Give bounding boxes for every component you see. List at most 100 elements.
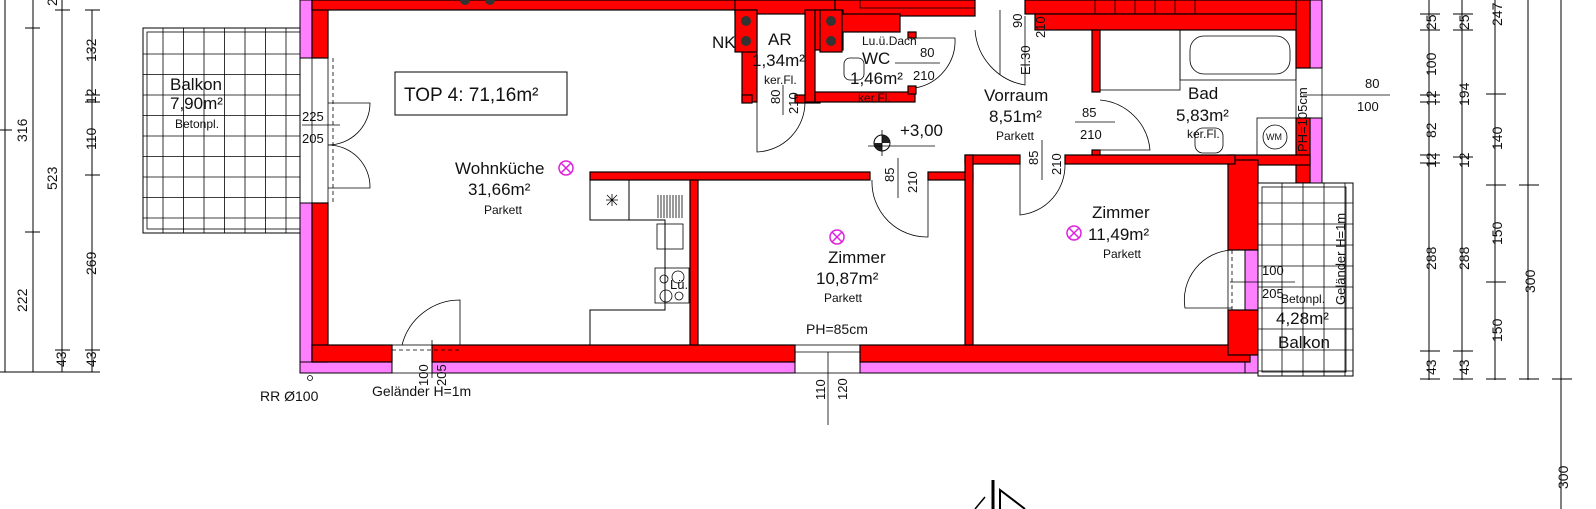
room-floor: Parkett: [484, 203, 523, 217]
opening-width: 90: [1010, 14, 1025, 28]
dim-text: 43: [83, 351, 99, 367]
dim-text: 132: [83, 38, 99, 62]
opening-height: 205: [434, 364, 449, 386]
dim-text: 43: [1423, 359, 1439, 375]
dim-text: 150: [1489, 318, 1505, 342]
balcony-door-dimension: 100 205: [1230, 263, 1295, 301]
parapet-height-label: PH=85cm: [806, 321, 868, 337]
dim-text: 300: [1522, 269, 1538, 293]
dim-text: 82: [1423, 122, 1439, 138]
shafts: [460, 0, 843, 53]
dim-text: 316: [14, 118, 30, 142]
ceiling-light-icon: [558, 160, 574, 176]
room-area: 1,34m²: [752, 51, 805, 70]
opening-height: 100: [1357, 99, 1379, 114]
dim-text: 269: [83, 251, 99, 275]
washing-machine-label: WM: [1266, 132, 1282, 142]
dim-text: 12: [1423, 90, 1439, 106]
room-area: 5,83m²: [1176, 106, 1229, 125]
plan-title: TOP 4: 71,16m²: [404, 85, 538, 106]
parapet-height-label: PH=105cm: [1295, 87, 1310, 152]
dim-text: 140: [1489, 126, 1505, 150]
level-value: +3,00: [900, 121, 943, 140]
railing-label: Geländer H=1m: [372, 383, 471, 399]
room-ar: AR 1,34m² ker.Fl. NK: [712, 30, 805, 87]
room-area: 31,66m²: [468, 180, 531, 199]
opening-width: 85: [882, 168, 897, 182]
dim-text: 300: [1555, 465, 1571, 489]
dim-text: 100: [1423, 52, 1439, 76]
room-name: WC: [862, 49, 890, 68]
toilet-icon: [843, 57, 865, 81]
opening-height: 210: [913, 68, 935, 83]
opening-width: 85: [1026, 151, 1041, 165]
room-area: 10,87m²: [816, 269, 879, 288]
room-name: Wohnküche: [455, 159, 544, 178]
room-floor: Parkett: [824, 291, 863, 305]
dimension-lines-left: 25 132 12 110 269 43 316 523 222 43: [0, 0, 100, 373]
opening-width: 85: [1082, 105, 1096, 120]
stairs: [859, 0, 1196, 14]
room-area: 7,90m²: [170, 94, 223, 113]
downpipe-icon: [307, 375, 313, 381]
room-floor: Betonpl.: [1281, 292, 1325, 306]
opening-height: 210: [786, 92, 801, 114]
opening-height: 205: [1262, 286, 1284, 301]
nk-label: NK: [712, 33, 736, 52]
opening-width: 225: [302, 109, 324, 124]
dim-text: 25: [1456, 14, 1472, 30]
openings: 225 205 100 205 80 210 80 210 90 210 El.…: [299, 10, 1390, 425]
downpipe-label: RR Ø100: [260, 388, 319, 404]
dim-text: 12: [1456, 152, 1472, 168]
el-label: El.30: [1018, 45, 1033, 75]
room-name: Balkon: [170, 75, 222, 94]
lue-label: Lü.: [670, 277, 688, 292]
dim-text: 43: [53, 351, 69, 367]
dim-text: 288: [1423, 246, 1439, 270]
railing-label: Geländer H=1m: [1333, 213, 1348, 305]
room-name: Zimmer: [1092, 203, 1150, 222]
room-wohnkueche: Wohnküche 31,66m² Parkett: [455, 159, 574, 217]
room-area: 11,49m²: [1088, 225, 1149, 244]
ventilation-label: Lu.ü.Dach: [862, 34, 917, 48]
opening-width: 100: [1262, 263, 1284, 278]
level-marker: +3,00: [868, 121, 943, 156]
kitchen-counter: Lü.: [589, 180, 690, 345]
opening-width: 80: [1365, 76, 1379, 91]
dim-text: 247: [1489, 2, 1505, 26]
opening-width: 80: [920, 45, 934, 60]
room-floor: Betonpl.: [175, 117, 219, 131]
dim-text: 25: [1423, 14, 1439, 30]
room-area: 1,46m²: [850, 69, 903, 88]
dim-text: 194: [1456, 82, 1472, 106]
dim-text: 110: [83, 127, 99, 150]
room-floor: Parkett: [996, 129, 1035, 143]
dimension-lines-right: 25 100 12 82 12 288 43 25 194 12 288 43 …: [1420, 0, 1572, 509]
bathroom-fixtures: WM PH=105cm: [1099, 29, 1310, 156]
dim-text: 288: [1456, 246, 1472, 270]
room-area: 4,28m²: [1276, 309, 1329, 328]
room-floor: ker.Fl.: [858, 91, 891, 105]
room-floor: Parkett: [1103, 247, 1142, 261]
ceiling-light-icon: [1066, 225, 1082, 241]
opening-height: 210: [905, 171, 920, 193]
room-floor: ker.Fl.: [1187, 127, 1220, 141]
room-floor: ker.Fl.: [764, 73, 797, 87]
opening-height: 210: [1049, 153, 1064, 175]
room-name: Balkon: [1278, 333, 1330, 352]
dim-text: 43: [1456, 359, 1472, 375]
opening-height: 205: [302, 131, 324, 146]
dim-text: 25: [44, 0, 60, 6]
room-wc: Lu.ü.Dach WC 1,46m² ker.Fl.: [850, 34, 917, 105]
room-zimmer-1: Zimmer 10,87m² Parkett PH=85cm: [806, 229, 886, 337]
ceiling-light-icon: [829, 229, 845, 245]
room-name: Bad: [1188, 84, 1218, 103]
room-vorraum: Vorraum 8,51m² Parkett: [984, 86, 1048, 143]
balcony-left: Balkon 7,90m² Betonpl.: [142, 27, 301, 234]
room-name: Vorraum: [984, 86, 1048, 105]
room-area: 8,51m²: [989, 107, 1042, 126]
room-name: Zimmer: [828, 248, 886, 267]
dim-text: 150: [1489, 221, 1505, 245]
opening-height: 120: [835, 378, 850, 400]
